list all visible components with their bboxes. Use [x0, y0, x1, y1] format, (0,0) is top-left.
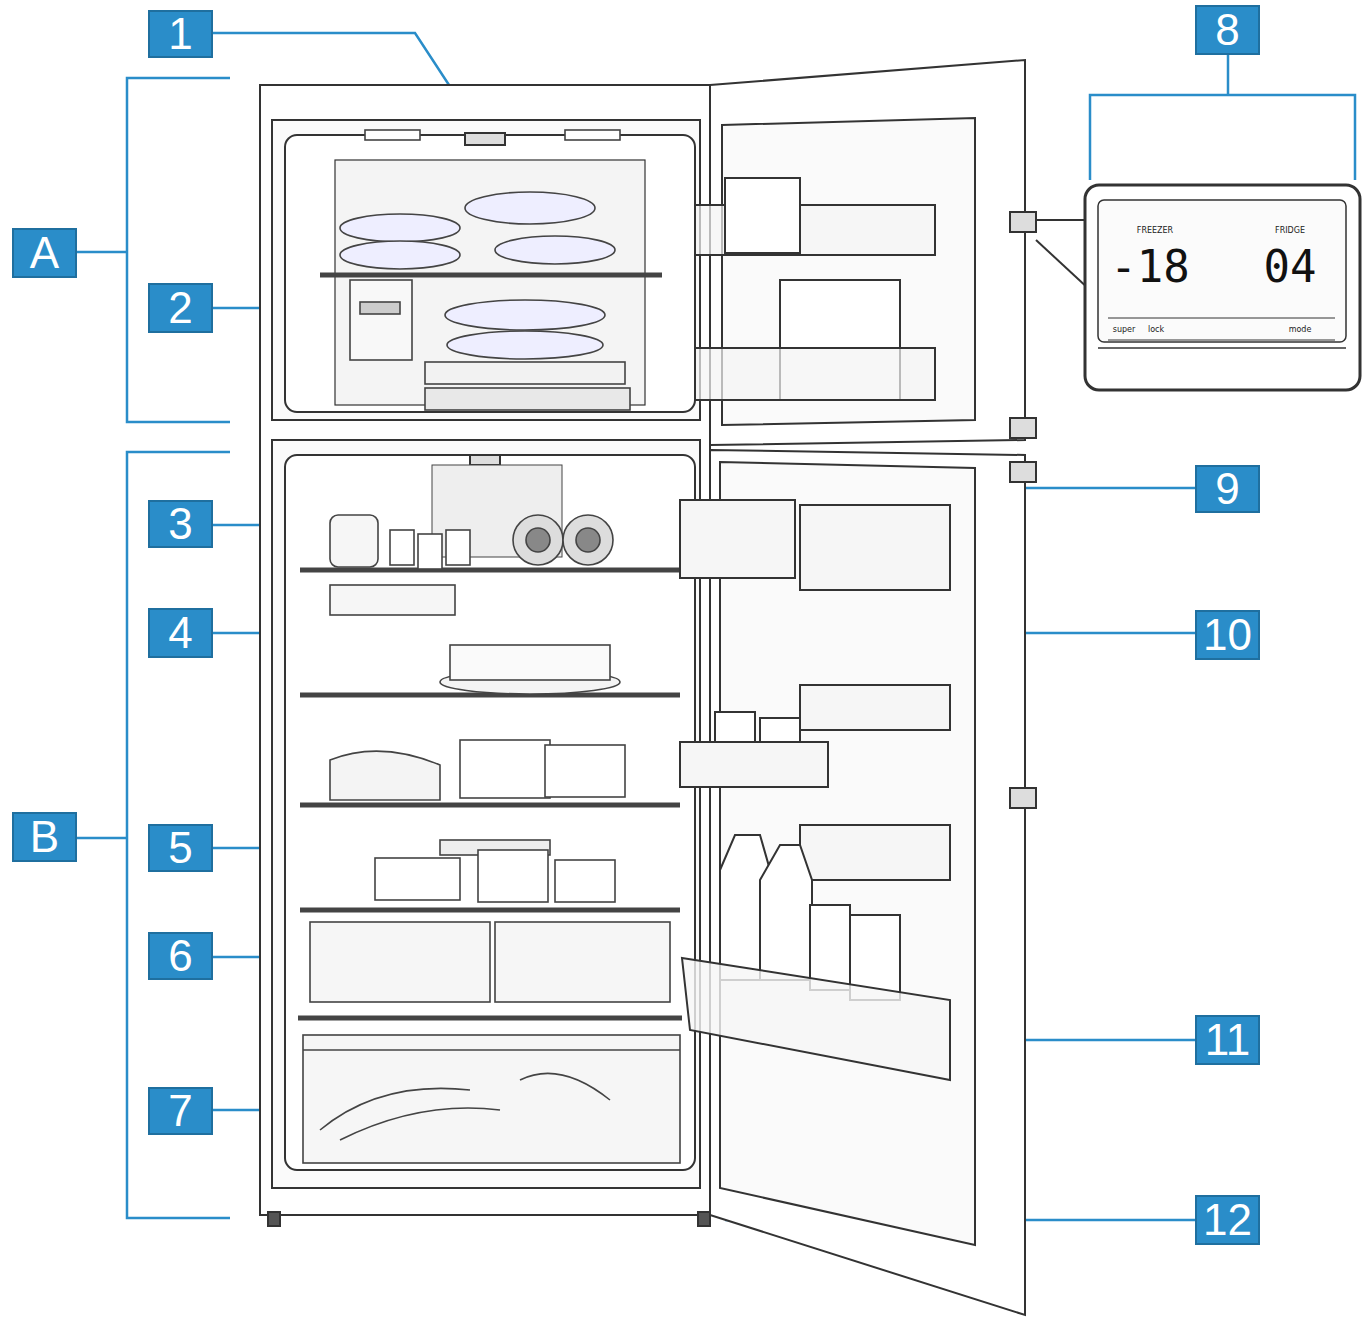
callout-number: A [12, 228, 77, 278]
callout-number: 5 [148, 824, 213, 872]
display-text: mode [1280, 322, 1320, 336]
display-readout: 04 [1250, 240, 1330, 292]
callout-number: 10 [1195, 610, 1260, 660]
callout-number: 1 [148, 10, 213, 58]
callout-number: 9 [1195, 465, 1260, 513]
fridge-contents [298, 465, 682, 1163]
display-text: lock [1142, 322, 1170, 336]
display-readout: -18 [1110, 240, 1190, 292]
freezer-contents [320, 130, 662, 410]
display-panel [1036, 185, 1360, 390]
callout-number: 7 [148, 1087, 213, 1135]
callout-number: 12 [1195, 1195, 1260, 1245]
callout-number: B [12, 812, 77, 862]
callout-number: 8 [1195, 5, 1260, 55]
callout-number: 4 [148, 608, 213, 658]
display-text: super [1108, 322, 1140, 336]
cabinet [260, 85, 710, 1226]
callout-number: 11 [1195, 1015, 1260, 1065]
display-text: FRIDGE [1265, 224, 1315, 236]
callout-number: 3 [148, 500, 213, 548]
callout-number: 2 [148, 283, 213, 333]
callout-number: 6 [148, 932, 213, 980]
doors [680, 60, 1036, 1315]
display-text: FREEZER [1130, 224, 1180, 236]
